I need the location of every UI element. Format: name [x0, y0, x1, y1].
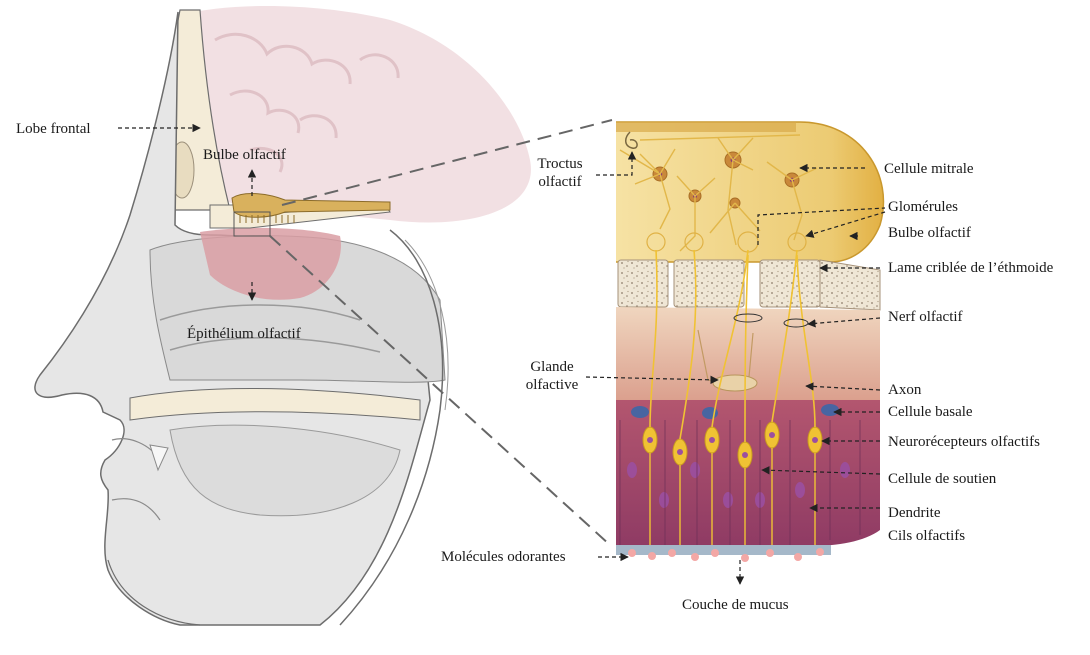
label-glande-line1: Glande: [520, 358, 584, 376]
brain-region: [180, 6, 531, 223]
label-lobe-frontal: Lobe frontal: [16, 120, 91, 138]
head-section: [35, 6, 531, 625]
label-troctus-olfactif: Troctus olfactif: [528, 155, 592, 191]
label-dendrite: Dendrite: [888, 504, 940, 522]
label-bulbe-olfactif-left: Bulbe olfactif: [203, 146, 286, 164]
label-cils-olfactifs: Cils olfactifs: [888, 527, 965, 545]
label-lame-criblee: Lame criblée de l’éthmoide: [888, 259, 1053, 277]
olfactory-bulb-right: [616, 122, 883, 262]
label-axon: Axon: [888, 381, 921, 399]
label-troctus-line2: olfactif: [528, 173, 592, 191]
label-couche-mucus: Couche de mucus: [682, 596, 789, 614]
label-glande-line2: olfactive: [520, 376, 584, 394]
label-molecules-odorantes: Molécules odorantes: [441, 548, 566, 566]
label-troctus-line1: Troctus: [528, 155, 592, 173]
label-epithelium-olfactif: Épithélium olfactif: [187, 325, 301, 343]
label-nerf-olfactif: Nerf olfactif: [888, 308, 963, 326]
label-glomerules: Glomérules: [888, 198, 958, 216]
label-glande-olfactive: Glande olfactive: [520, 358, 584, 394]
label-bulbe-olfactif-right: Bulbe olfactif: [888, 224, 971, 242]
label-cellule-basale: Cellule basale: [888, 403, 973, 421]
label-neurorecepteurs: Neurorécepteurs olfactifs: [888, 433, 1040, 451]
magnified-tissue: [616, 122, 883, 562]
label-cellule-mitrale: Cellule mitrale: [884, 160, 974, 178]
label-cellule-soutien: Cellule de soutien: [888, 470, 996, 488]
